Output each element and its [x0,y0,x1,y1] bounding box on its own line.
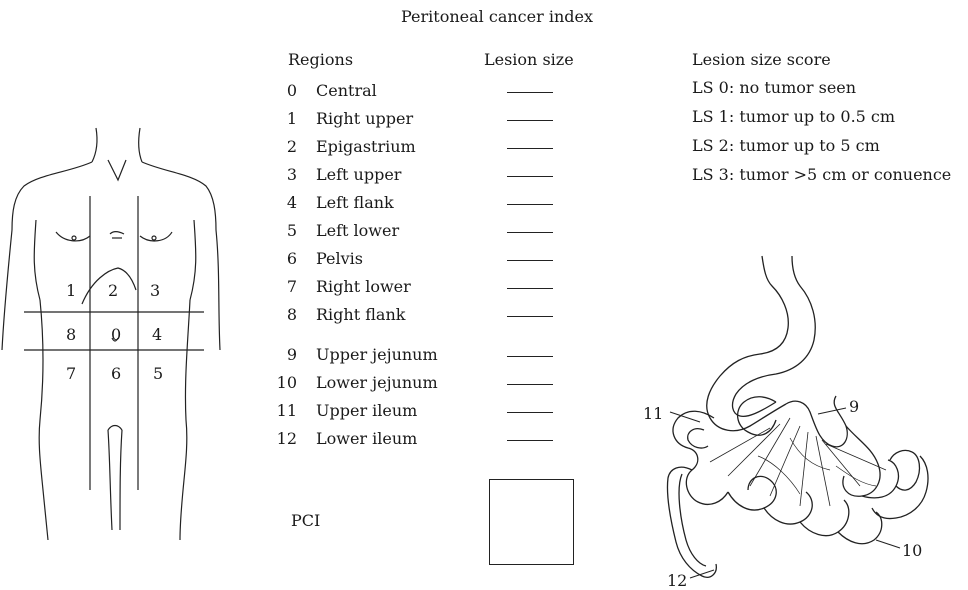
pci-score-box[interactable] [489,479,574,565]
row-name: Epigastrium [316,139,416,155]
row-name: Pelvis [316,251,363,267]
lesion-size-score-item: LS 2: tumor up to 5 cm [692,138,880,154]
row-number: 7 [275,279,297,295]
row-number: 8 [275,307,297,323]
torso-region-label: 4 [152,325,162,344]
lesion-size-score-item: LS 1: tumor up to 0.5 cm [692,109,895,125]
row-number: 11 [275,403,297,419]
lesion-size-score-title: Lesion size score [692,52,831,68]
row-name: Left flank [316,195,394,211]
intestine-label-10: 10 [902,541,922,560]
lesion-size-score-item: LS 3: tumor >5 cm or conuence [692,167,951,183]
row-number: 1 [275,111,297,127]
row-number: 5 [275,223,297,239]
row-name: Right flank [316,307,405,323]
row-name: Upper jejunum [316,347,438,363]
intestine-label-12: 12 [667,571,687,590]
lesion-size-blank [507,440,553,441]
torso-region-label: 6 [111,364,121,383]
intestine-label-9: 9 [849,397,859,416]
torso-region-label: 7 [66,364,76,383]
row-number: 4 [275,195,297,211]
row-name: Right upper [316,111,413,127]
torso-region-label: 0 [111,325,121,344]
lesion-size-header: Lesion size [484,52,574,68]
row-number: 6 [275,251,297,267]
lesion-size-blank [507,148,553,149]
pci-label: PCI [291,513,320,529]
torso-illustration: 1 2 3 8 0 4 7 6 5 [0,100,220,590]
torso-region-labels: 1 2 3 8 0 4 7 6 5 [66,281,163,383]
row-number: 2 [275,139,297,155]
torso-region-label: 3 [150,281,160,300]
lesion-size-blank [507,384,553,385]
lesion-size-blank [507,176,553,177]
torso-region-label: 1 [66,281,76,300]
lesion-size-blank [507,316,553,317]
lesion-size-blank [507,232,553,233]
row-name: Upper ileum [316,403,417,419]
torso-region-label: 8 [66,325,76,344]
lesion-size-blank [507,204,553,205]
row-number: 10 [275,375,297,391]
lesion-size-blank [507,120,553,121]
lesion-size-blank [507,288,553,289]
row-name: Lower ileum [316,431,417,447]
lesion-size-score-item: LS 0: no tumor seen [692,80,856,96]
row-number: 9 [275,347,297,363]
torso-region-label: 5 [153,364,163,383]
torso-region-label: 2 [108,281,118,300]
small-intestine-illustration: 11 9 10 12 [640,256,960,586]
row-name: Left upper [316,167,401,183]
lesion-size-blank [507,92,553,93]
row-name: Right lower [316,279,411,295]
regions-header: Regions [288,52,353,68]
lesion-size-blank [507,356,553,357]
row-number: 12 [275,431,297,447]
lesion-size-blank [507,260,553,261]
intestine-label-11: 11 [643,404,663,423]
row-number: 3 [275,167,297,183]
row-name: Central [316,83,377,99]
figure-title: Peritoneal cancer index [401,9,593,25]
row-number: 0 [275,83,297,99]
row-name: Lower jejunum [316,375,438,391]
row-name: Left lower [316,223,399,239]
lesion-size-blank [507,412,553,413]
